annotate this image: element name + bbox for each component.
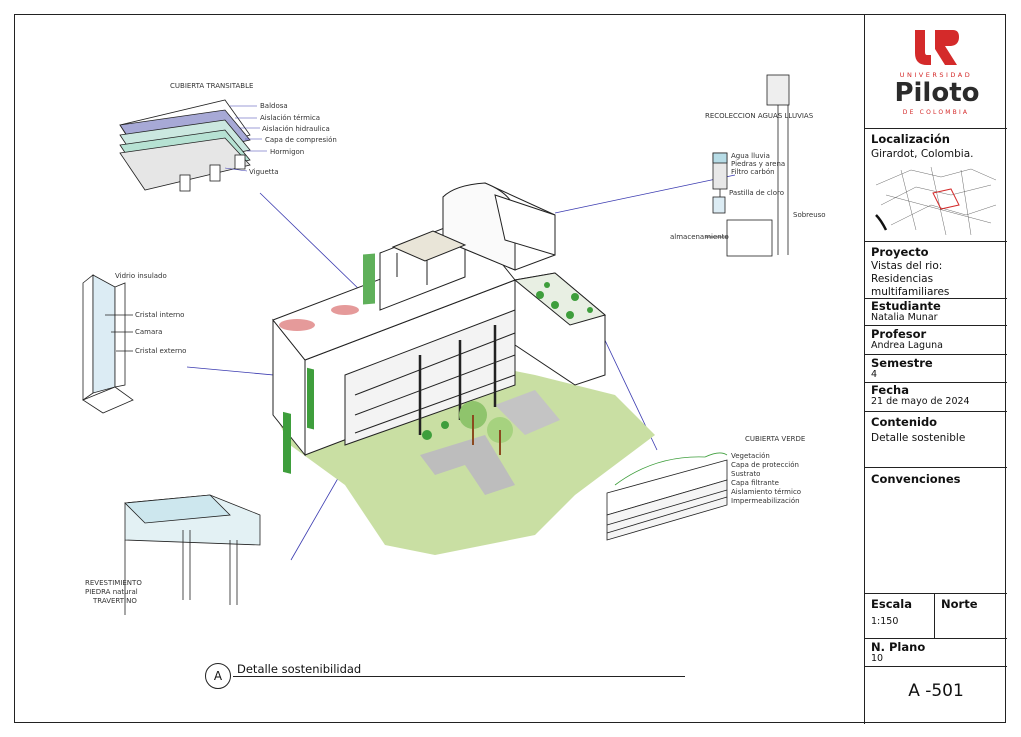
project-value: Vistas del rio: Residencias multifamilia… <box>871 260 950 298</box>
university-logo: UNIVERSIDAD Piloto DE COLOMBIA <box>865 15 1007 128</box>
glass-detail <box>82 274 134 414</box>
professor-value: Andrea Laguna <box>871 340 943 351</box>
location-value: Girardot, Colombia. <box>871 148 974 160</box>
date-cell: Fecha 21 de mayo de 2024 <box>865 382 1007 411</box>
roof-item-3: Aislación hidraulica <box>262 125 330 133</box>
roof-detail-title: CUBIERTA TRANSITABLE <box>170 82 253 90</box>
conventions-cell: Convenciones <box>865 467 1007 593</box>
north-label: Norte <box>941 597 978 611</box>
drawing-title-underline <box>233 676 685 677</box>
content-value: Detalle sostenible <box>871 432 966 444</box>
professor-cell: Profesor Andrea Laguna <box>865 325 1007 354</box>
location-cell: Localización Girardot, Colombia. <box>865 128 1007 241</box>
cladding-item-3: TRAVERTINO <box>92 597 137 605</box>
cladding-item-2: PIEDRA natural <box>85 588 138 596</box>
roof-item-5: Hormigon <box>270 148 304 156</box>
student-value: Natalia Munar <box>871 312 938 323</box>
plan-number-label: N. Plano <box>871 640 926 654</box>
location-label: Localización <box>871 132 950 146</box>
rain-item-4: Pastilla de cloro <box>729 189 784 197</box>
project-cell: Proyecto Vistas del rio: Residencias mul… <box>865 241 1007 298</box>
green-item-3: Sustrato <box>731 470 760 478</box>
content-cell: Contenido Detalle sostenible <box>865 411 1007 467</box>
rain-item-3: Filtro carbón <box>731 168 775 176</box>
green-item-2: Capa de protección <box>731 461 799 469</box>
green-item-6: Impermeabilización <box>731 497 800 505</box>
green-roof-detail <box>606 452 728 541</box>
semester-label: Semestre <box>871 356 933 370</box>
roof-detail-pointers <box>224 105 267 172</box>
roof-item-1: Baldosa <box>260 102 288 110</box>
logo-country: DE COLOMBIA <box>902 109 970 116</box>
sheet-code-cell: A -501 <box>865 666 1007 724</box>
cladding-detail <box>124 494 261 615</box>
green-item-1: Vegetación <box>731 452 770 460</box>
scale-value: 1:150 <box>871 616 899 627</box>
roof-detail <box>119 99 251 192</box>
rain-item-5: almacenamiento <box>670 233 729 241</box>
walkway-2 <box>495 390 560 435</box>
glass-item-1: Cristal interno <box>135 311 184 319</box>
glass-item-3: Cristal externo <box>135 347 186 355</box>
logo-mark-icon <box>915 30 959 65</box>
date-value: 21 de mayo de 2024 <box>871 396 970 407</box>
logo-university: UNIVERSIDAD <box>899 71 973 79</box>
green-item-5: Aislamiento térmico <box>731 488 801 496</box>
project-label: Proyecto <box>871 245 929 259</box>
scale-label: Escala <box>871 597 912 611</box>
location-map <box>871 165 999 237</box>
conventions-label: Convenciones <box>871 472 961 486</box>
drawing-marker: A <box>205 663 231 689</box>
scale-cell: Escala 1:150 <box>865 593 935 638</box>
rain-collection-detail <box>705 74 790 257</box>
drawing-sheet: CUBIERTA TRANSITABLE Baldosa Aislación t… <box>14 14 1007 724</box>
plan-number-cell: N. Plano 10 <box>865 638 1007 666</box>
trees <box>422 401 513 455</box>
title-block: UNIVERSIDAD Piloto DE COLOMBIA Localizac… <box>864 15 1007 724</box>
rain-item-2: Piedras y arena <box>731 160 785 168</box>
cladding-item-1: REVESTIMIENTO <box>85 579 142 587</box>
glass-detail-title: Vidrio insulado <box>115 272 167 280</box>
date-label: Fecha <box>871 383 909 397</box>
professor-label: Profesor <box>871 327 927 341</box>
green-item-4: Capa filtrante <box>731 479 779 487</box>
student-cell: Estudiante Natalia Munar <box>865 298 1007 325</box>
sheet-code: A -501 <box>908 681 964 701</box>
student-label: Estudiante <box>871 299 941 313</box>
logo-name: Piloto <box>894 78 980 108</box>
drawing-title: Detalle sostenibilidad <box>237 662 362 676</box>
roof-item-6: Viguetta <box>249 168 279 176</box>
roof-item-2: Aislación térmica <box>260 114 320 122</box>
rain-item-1: Agua lluvia <box>731 152 770 160</box>
roof-item-4: Capa de compresión <box>265 136 337 144</box>
content-label: Contenido <box>871 415 938 429</box>
green-detail-title: CUBIERTA VERDE <box>745 435 805 443</box>
semester-value: 4 <box>871 369 878 380</box>
walkway <box>420 435 515 495</box>
drawing-area: CUBIERTA TRANSITABLE Baldosa Aislación t… <box>82 74 826 615</box>
rain-detail-title: RECOLECCION AGUAS LLUVIAS <box>705 112 814 120</box>
building <box>272 182 607 457</box>
semester-cell: Semestre 4 <box>865 354 1007 382</box>
green-facade <box>279 253 593 474</box>
plan-number-value: 10 <box>871 653 884 664</box>
north-cell: Norte <box>935 593 1007 638</box>
glass-item-2: Camara <box>135 328 162 336</box>
rain-item-6: Sobreuso <box>793 211 826 219</box>
